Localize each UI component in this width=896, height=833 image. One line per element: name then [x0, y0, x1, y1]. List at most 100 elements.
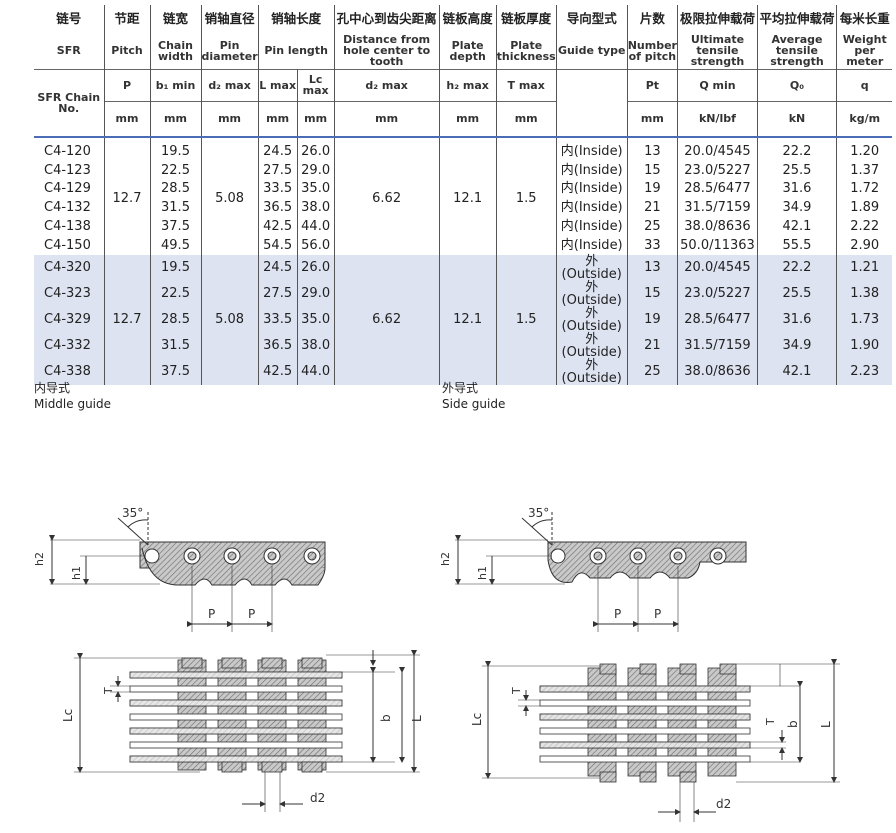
cell-pitch-count: 13 [626, 137, 678, 161]
header-sym-l: L max [257, 69, 298, 101]
header-unit-lc: mm [296, 100, 335, 137]
right-h2-label: h2 [439, 552, 452, 566]
header-distance: 孔中心到齿尖距离 [333, 5, 440, 33]
spec-table: 链号 节距 链宽 销轴直径 销轴长度 孔中心到齿尖距离 链板高度 链板厚度 导向… [34, 5, 893, 385]
cell-ultimate: 31.5/7159 [676, 332, 758, 359]
header-en-pin-length: Pin length [257, 33, 335, 69]
header-ultimate: 极限拉伸载荷 [676, 5, 758, 33]
header-sym-lc: Lc max [296, 69, 335, 101]
header-pin-length: 销轴长度 [257, 5, 335, 33]
left-pitch-label-2: P [248, 607, 255, 621]
cell-width: 19.5 [149, 137, 201, 161]
cell-pin-length-l: 42.5 [257, 217, 298, 236]
header-width: 链宽 [149, 5, 201, 33]
header-en-pitch: Pitch [103, 33, 150, 69]
cell-pitch-count: 15 [626, 280, 678, 307]
header-plate-thickness: 链板厚度 [495, 5, 557, 33]
cell-pin-length-l: 36.5 [257, 198, 298, 218]
header-unit-distance: mm [333, 100, 440, 137]
header-chain-no: 链号 [56, 10, 82, 26]
cell-guide-type: 内(Inside) [555, 160, 628, 180]
cell-weight: 1.21 [835, 254, 893, 281]
cell-pin-length-lc: 35.0 [296, 306, 335, 333]
right-side-view: 35° h2 h1 P P [439, 506, 747, 632]
header-unit-plate-thickness: mm [495, 100, 557, 137]
cell-model: C4-332 [34, 332, 104, 359]
cell-weight: 2.22 [835, 217, 893, 236]
header-unit-width: mm [149, 100, 201, 137]
header-unit-l: mm [257, 100, 298, 137]
cell-weight: 1.90 [835, 332, 893, 359]
cell-guide-type: 内(Inside) [555, 179, 628, 199]
cell-weight: 1.20 [835, 137, 893, 161]
cell-pitch: 12.7 [103, 137, 150, 255]
header-en-average: Average tensile strength [756, 33, 837, 69]
cell-weight: 1.73 [835, 306, 893, 333]
header-unit-pitch-count: mm [626, 100, 678, 137]
cell-pitch-count: 21 [626, 332, 678, 359]
cell-model: C4-123 [44, 162, 91, 178]
header-en-plate-depth: Plate depth [438, 33, 497, 69]
cell-pin-length-l: 24.5 [257, 254, 298, 281]
header-en-guide-type: Guide type [555, 33, 628, 69]
caption-middle-guide-en: Middle guide [34, 397, 112, 411]
header-en-chain-no: SFR [56, 44, 81, 58]
caption-side-guide: 外导式 Side guide [442, 380, 505, 412]
left-side-view: 35° h2 h1 P P [33, 506, 326, 632]
cell-pin-diameter: 5.08 [200, 254, 259, 385]
header-average: 平均拉伸载荷 [756, 5, 837, 33]
cell-guide-type: 外(Outside) [555, 254, 628, 281]
cell-weight: 2.23 [835, 358, 893, 385]
cell-average: 22.2 [756, 254, 837, 281]
header-sym-ultimate: Q min [676, 69, 758, 101]
left-d2-label: d2 [310, 791, 325, 805]
right-d2-label: d2 [716, 797, 731, 811]
cell-model: C4-338 [34, 358, 104, 385]
cell-width: 49.5 [149, 235, 201, 255]
cell-ultimate: 23.0/5227 [676, 160, 758, 180]
right-t-label-right: T [764, 718, 777, 726]
header-en-distance: Distance from hole center to tooth [333, 33, 440, 69]
header-en-width: Chain width [149, 33, 201, 69]
header-en-pin-diameter: Pin diameter [200, 33, 259, 69]
cell-width: 28.5 [149, 179, 201, 199]
cell-pin-length-l: 24.5 [257, 137, 298, 161]
header-sym-weight: q [835, 69, 893, 101]
cell-pitch: 12.7 [103, 254, 150, 385]
cell-distance: 6.62 [333, 137, 440, 255]
cell-pitch-count: 19 [626, 179, 678, 199]
header-sym-pitch: P [103, 69, 150, 101]
caption-middle-guide: 内导式 Middle guide [34, 380, 111, 412]
cell-plate-thickness: 1.5 [495, 254, 557, 385]
cell-weight: 1.38 [835, 280, 893, 307]
cell-guide-type: 外(Outside) [555, 358, 628, 385]
cell-width: 28.5 [149, 306, 201, 333]
cell-pin-diameter: 5.08 [200, 137, 259, 255]
cell-ultimate: 23.0/5227 [676, 280, 758, 307]
cell-ultimate: 50.0/11363 [676, 235, 758, 255]
cell-ultimate: 38.0/8636 [676, 358, 758, 385]
header-sym-chain-no: SFR Chain No. [34, 69, 104, 138]
cell-width: 31.5 [149, 198, 201, 218]
cell-ultimate: 38.0/8636 [676, 217, 758, 236]
left-b-label: b [379, 714, 393, 722]
cell-guide-type: 外(Outside) [555, 332, 628, 359]
cell-pin-length-lc: 29.0 [296, 280, 335, 307]
cell-width: 37.5 [149, 358, 201, 385]
header-sym-distance: d₂ max [333, 69, 440, 101]
cell-pin-length-lc: 35.0 [296, 179, 335, 199]
cell-model: C4-120 [44, 143, 91, 159]
header-sym-plate-depth: h₂ max [438, 69, 497, 101]
cell-width: 37.5 [149, 217, 201, 236]
header-en-weight: Weight per meter [835, 33, 893, 69]
cell-pitch-count: 25 [626, 358, 678, 385]
header-sym-pin-diameter: d₂ max [200, 69, 259, 101]
header-plate-depth: 链板高度 [438, 5, 497, 33]
cell-pin-length-lc: 38.0 [296, 198, 335, 218]
cell-pitch-count: 25 [626, 217, 678, 236]
cell-pin-length-l: 27.5 [257, 160, 298, 180]
cell-average: 22.2 [756, 137, 837, 161]
